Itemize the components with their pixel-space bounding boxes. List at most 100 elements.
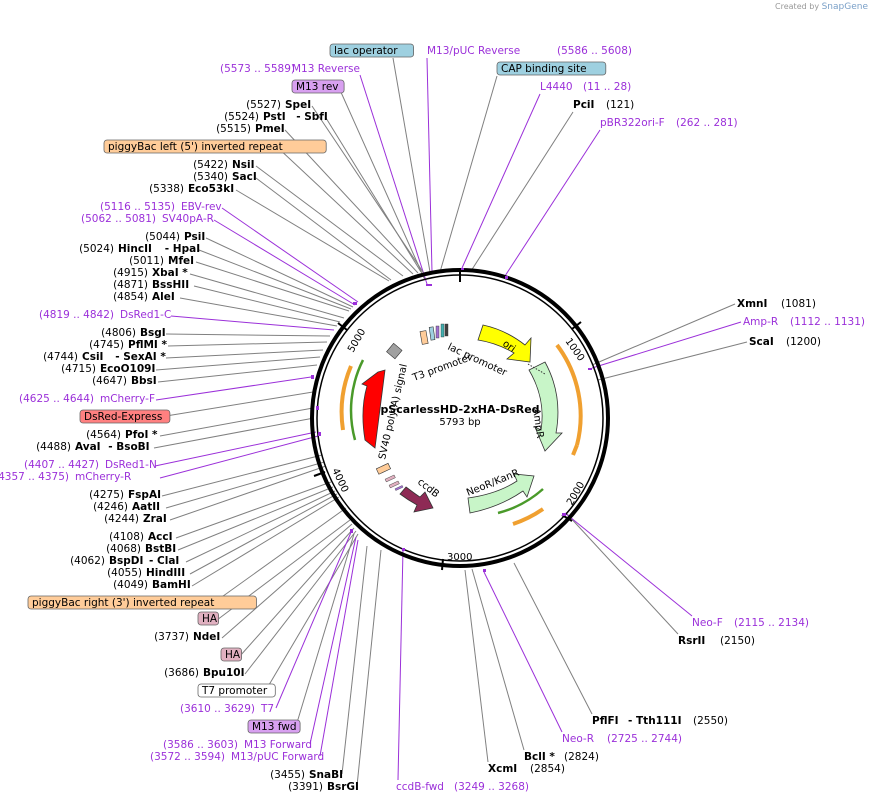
enzyme-xbai-position: (4915) (113, 267, 148, 279)
cap-binding-site-label: CAP binding site (496, 61, 607, 76)
primer-neor-range: (2725 .. 2744) (607, 733, 682, 745)
leader-line (155, 376, 312, 401)
leader-line (159, 435, 319, 479)
primer-dsred1c-name: DsRed1-C (120, 309, 171, 321)
leader-line (179, 297, 338, 327)
plasmid-name: pScarlessHD-2xHA-DsRed (380, 403, 539, 416)
enzyme-alei-position: (4854) (113, 291, 148, 303)
tick-marks (313, 268, 582, 571)
leader-line (311, 105, 424, 273)
enzyme-bspdi-extra: - ClaI (149, 555, 179, 567)
enzyme-zrai-position: (4244) (104, 513, 139, 525)
primer-mark (426, 284, 432, 286)
piggybac-left-label: piggyBac left (5') inverted repeat (103, 139, 327, 154)
small-feature (384, 474, 396, 483)
t3-promoter-label: T3 promoter (410, 352, 474, 384)
leader-line (295, 533, 355, 727)
enzyme-eco53ki-position: (5338) (149, 183, 184, 195)
enzyme-snabi-name: SnaBI (309, 769, 343, 781)
leader-line (165, 349, 324, 359)
enzyme-bsshii-name: BssHII (152, 279, 189, 291)
green-arc-bottom (497, 488, 544, 515)
leader-line (504, 129, 601, 277)
leader-line (169, 465, 327, 521)
small-feature (419, 330, 429, 345)
enzyme-zrai-name: ZraI (143, 513, 167, 525)
leader-line (597, 341, 748, 381)
primer-mark (402, 548, 405, 551)
primer-mcherryf-name: mCherry-F (100, 393, 155, 405)
leader-line (177, 486, 334, 551)
enzyme-ndei-position: (3737) (154, 631, 189, 643)
m13-rev-feature-label-text: M13 rev (296, 81, 339, 93)
ampr-feature (528, 361, 563, 452)
enzyme-pcii-position: (121) (606, 99, 634, 111)
tick-label-2000: 2000 (565, 480, 587, 508)
enzyme-bstbi-name: BstBI (145, 543, 176, 555)
enzyme-bstbi-position: (4068) (106, 543, 141, 555)
t7-promoter-label-text: T7 promoter (201, 685, 268, 697)
leader-line (205, 237, 354, 308)
leader-line (195, 261, 350, 312)
primer-mark (350, 529, 353, 533)
enzyme-xmni-position: (1081) (781, 298, 816, 310)
enzyme-pflfi-position: (2550) (693, 715, 728, 727)
primer-ampr-range: (1112 .. 1131) (790, 316, 865, 328)
enzyme-hindiii-name: HindIII (146, 567, 185, 579)
leader-line (464, 569, 489, 763)
primer-ebv-name: EBV-rev (181, 201, 222, 213)
enzyme-aatii-name: AatII (132, 501, 160, 513)
enzyme-psii-position: (5044) (145, 231, 180, 243)
dsred-express-label-box (79, 409, 171, 424)
enzyme-nsii-name: NsiI (232, 159, 255, 171)
leader-line (566, 513, 679, 635)
enzyme-fspai-name: FspAI (128, 489, 161, 501)
orange-arc-right-tip (571, 444, 579, 456)
primer-mark (588, 368, 592, 370)
m13-rev-feature-label: M13 rev (291, 79, 345, 94)
orange-arc-right (555, 343, 583, 446)
enzyme-bpu10i-position: (3686) (164, 667, 199, 679)
enzyme-mfei-name: MfeI (168, 255, 194, 267)
leader-line (339, 89, 426, 281)
enzyme-scai-position: (1200) (786, 336, 821, 348)
primer-ampr-name: Amp-R (743, 316, 778, 328)
ha-label-1-box (197, 611, 220, 626)
m13-fwd-feature-label: M13 fwd (247, 719, 301, 734)
ha-label-1: HA (197, 611, 220, 626)
enzyme-xmni-name: XmnI (737, 298, 767, 310)
tick-4000 (313, 471, 326, 477)
primer-t7-range: (3610 .. 3629) (180, 703, 255, 715)
leader-line (319, 539, 359, 757)
enzyme-bspdi-position: (4062) (70, 555, 105, 567)
leader-line (275, 145, 414, 275)
enzyme-pmei-name: PmeI (255, 123, 285, 135)
m13-fwd-feature-label-text: M13 fwd (252, 721, 297, 733)
tick-3000 (441, 558, 444, 571)
enzyme-hincii-name: HincII (118, 243, 152, 255)
primer-mark (353, 302, 357, 305)
small-feature (440, 323, 445, 338)
ampr-label: AmpR (530, 408, 545, 439)
enzyme-saci-position: (5340) (193, 171, 228, 183)
enzyme-avai-extra: - BsoBI (108, 441, 149, 453)
leader-line (165, 461, 325, 509)
primer-mark (461, 268, 464, 270)
primer-m13pucfwd-range: (3572 .. 3594) (150, 751, 225, 763)
enzyme-bsshii-position: (4871) (113, 279, 148, 291)
leader-line (161, 454, 323, 497)
primer-ccdbfwd-name: ccdB-fwd (396, 781, 444, 793)
small-feature (375, 462, 392, 475)
enzyme-bamhi-position: (4049) (113, 579, 148, 591)
enzyme-eco0109i-position: (4715) (61, 363, 96, 375)
enzyme-spei-position: (5527) (246, 99, 281, 111)
leader-line (359, 74, 428, 285)
piggybac-right-label: piggyBac right (3') inverted repeat (27, 595, 257, 610)
leader-line (284, 129, 419, 274)
leader-line (275, 529, 353, 709)
primer-m13fwd-range: (3586 .. 3603) (163, 739, 238, 751)
enzyme-pmei-position: (5515) (216, 123, 251, 135)
m13-rev-feature-label-box (291, 79, 345, 94)
leader-line (470, 111, 574, 272)
leader-line (159, 407, 314, 437)
